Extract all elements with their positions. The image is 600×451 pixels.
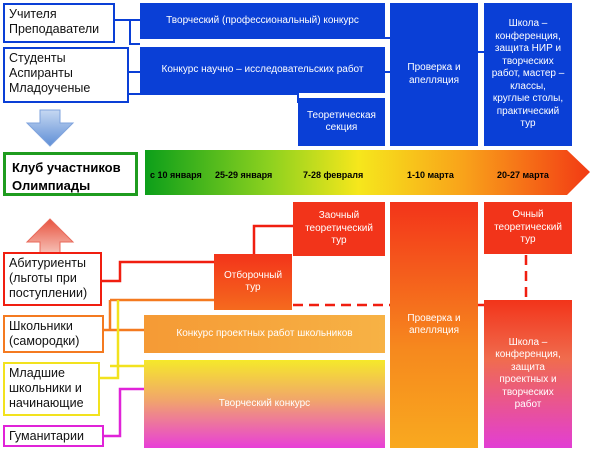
red-connectors (100, 224, 528, 307)
timeline-date-1: с 10 января (150, 170, 202, 180)
research-contest: Конкурс научно – исследовательских работ (140, 47, 385, 93)
down-arrow (25, 109, 75, 147)
category-humanities: Гуманитарии (3, 425, 104, 447)
theory-section: Теоретическая секция (298, 98, 385, 146)
category-applicants: Абитуриенты (льготы при поступлении) (3, 252, 102, 306)
club-box: Клуб участников Олимпиады (3, 152, 138, 196)
in-person-theory-round: Очный теоретический тур (484, 202, 572, 254)
category-schoolchildren: Школьники (самородки) (3, 315, 104, 353)
school-projects-contest: Конкурс проектных работ школьников (144, 315, 385, 353)
timeline-arrow (145, 150, 590, 195)
timeline-date-4: 1-10 марта (407, 170, 454, 180)
correspondence-theory-round: Заочный теоретический тур (293, 202, 385, 256)
up-arrow (25, 218, 75, 254)
creative-contest-bottom: Творческий конкурс (144, 360, 385, 448)
school-conference-bottom: Школа – конференция, защита проектных и … (484, 300, 572, 448)
category-teachers: Учителя Преподаватели (3, 3, 115, 43)
timeline-date-5: 20-27 марта (497, 170, 549, 180)
review-appeal-bottom: Проверка и апелляция (390, 202, 478, 448)
review-appeal-top: Проверка и апелляция (390, 3, 478, 146)
school-conference-top: Школа – конференция, защита НИР и творче… (484, 3, 572, 146)
creative-professional-contest: Творческий (профессиональный) конкурс (140, 3, 385, 39)
timeline-date-2: 25-29 января (215, 170, 273, 180)
yellow-connectors (100, 300, 144, 380)
magenta-connectors (104, 387, 144, 438)
orange-connectors (104, 298, 214, 332)
qualifying-round: Отборочный тур (214, 254, 292, 310)
timeline-date-3: 7-28 февраля (303, 170, 364, 180)
category-young-students: Младшие школьники и начинающие (3, 362, 100, 416)
category-students: Студенты Аспиранты Младоученые (3, 47, 129, 103)
